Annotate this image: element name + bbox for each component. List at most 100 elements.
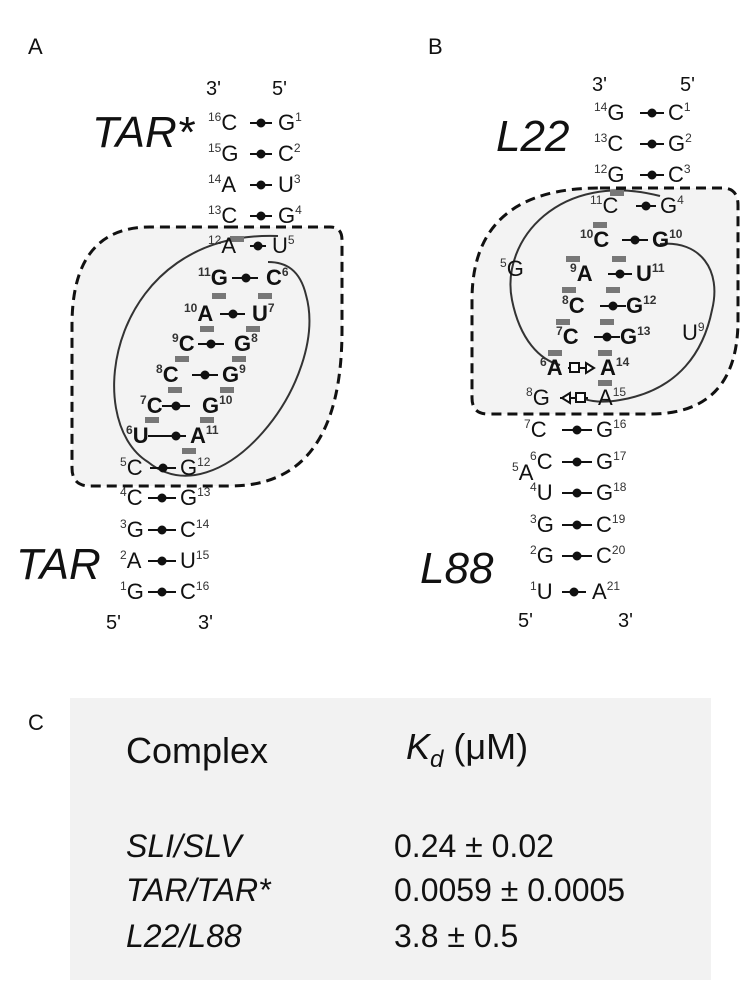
kd-unit: (μM): [443, 726, 529, 767]
l22-inter-6-left: 8G: [526, 385, 550, 410]
tar-star-pair-2-left: 15G: [208, 141, 239, 166]
l22-inter-3-right: G12: [626, 293, 657, 318]
kd-table: Complex Kd (μM) SLI/SLV 0.24 ± 0.02 TAR/…: [70, 698, 711, 980]
table-header-kd: Kd (μM): [406, 726, 528, 774]
l88-pair-3-left: 3G: [530, 512, 554, 537]
structure-graphics: [70, 108, 740, 597]
l22-inter-1-right: G10: [652, 227, 683, 252]
tar-star-pair-5-right: U5: [272, 233, 295, 258]
tar-pair-2-right: U15: [180, 548, 210, 573]
table-row-2-kd: 0.0059 ± 0.0005: [394, 872, 626, 908]
tar-star-5prime: 5': [272, 78, 287, 100]
l22-inter-3-left: 8C: [562, 293, 585, 318]
tar-pair-4-left: 4C: [120, 485, 143, 510]
l22-inter-2-left: 9A: [570, 261, 593, 286]
l22-pair-1-left: 14G: [594, 100, 625, 125]
l88-pair-7-right: G16: [596, 417, 627, 442]
l88-pair-2-right: C20: [596, 543, 626, 568]
l22-3prime: 3': [592, 74, 607, 96]
l22-pair-4-right: G4: [660, 193, 684, 218]
l88-bulge-base: 5A: [512, 460, 534, 485]
tar-inter-5-left: 7C: [140, 393, 163, 418]
tar-pair-3-left: 3G: [120, 517, 144, 542]
tar-pair-1-left: 1G: [120, 579, 144, 604]
l22-pair-3-right: C3: [668, 162, 691, 187]
tar-star-label: TAR*: [92, 108, 194, 157]
l88-loop-right-base: U9: [682, 320, 705, 345]
l88-pair-1-left: 1U: [530, 579, 553, 604]
kd-subscript: d: [430, 746, 444, 774]
l22-bars: [548, 190, 626, 386]
l88-pair-7-left: 7C: [524, 417, 547, 442]
table-row-1-complex: SLI/SLV: [126, 828, 242, 864]
l22-left-curve: [509, 189, 661, 366]
tar-star-pair-4-left: 13C: [208, 203, 238, 228]
l22-5prime: 5': [680, 74, 695, 96]
l88-pair-6-left: 6C: [530, 449, 553, 474]
tar-pair-2-left: 2A: [120, 548, 142, 573]
table-row-2-complex: TAR/TAR*: [126, 872, 271, 908]
panel-b-letter: B: [428, 34, 443, 59]
tar-inter-5-right: G10: [202, 393, 233, 418]
tar-inter-1-left: 11G: [198, 265, 228, 290]
tar-inter-2-right: U7: [252, 301, 275, 326]
l22-pair-2-right: G2: [668, 131, 692, 156]
table-row-3-kd: 3.8 ± 0.5: [394, 918, 519, 954]
l22-inter-5-left: 6A: [540, 355, 563, 380]
table-row-3-complex: L22/L88: [126, 918, 242, 954]
tar-3prime: 3': [198, 612, 213, 634]
tar-star-pair-2-right: C2: [278, 141, 301, 166]
l22-connectors: [562, 108, 664, 597]
panel-a-letter: A: [28, 34, 43, 59]
tar-inter-6-right: A11: [190, 423, 219, 448]
l22-loop-left-base: 5G: [500, 256, 524, 281]
l22-inter-6-right: A15: [598, 385, 627, 410]
tar-inter-3-right: G8: [234, 331, 258, 356]
tar-star-pair-3-left: 14A: [208, 172, 237, 197]
tar-loop-curve: [113, 234, 311, 477]
tar-inter-2-left: 10A: [184, 301, 214, 326]
tar-star-pair-3-right: U3: [278, 172, 301, 197]
l22-inter-4-left: 7C: [556, 324, 579, 349]
panel-c-letter: C: [28, 710, 44, 735]
l22-pair-2-left: 13C: [594, 131, 624, 156]
l22-inter-4-right: G13: [620, 324, 651, 349]
l22-pair-4-left: 11C: [590, 193, 619, 218]
tar-inter-1-right: C6: [266, 265, 289, 290]
l22-pair-3-left: 12G: [594, 162, 625, 187]
tar-inter-6-left: 6U: [126, 423, 149, 448]
l88-label: L88: [420, 544, 494, 593]
l22-inter-1-left: 10C: [580, 227, 610, 252]
l88-pair-6-right: G17: [596, 449, 627, 474]
tar-inter-7-right: G12: [180, 455, 211, 480]
table-row-1-kd: 0.24 ± 0.02: [394, 828, 554, 864]
l88-pair-2-left: 2G: [530, 543, 554, 568]
tar-inter-3-left: 9C: [172, 331, 195, 356]
table-header-complex: Complex: [126, 730, 269, 771]
tar-inter-7-left: 5C: [120, 455, 143, 480]
l88-pair-1-right: A21: [592, 579, 621, 604]
tar-5prime: 5': [106, 612, 121, 634]
l88-pair-4-left: 4U: [530, 480, 553, 505]
tar-inter-4-left: 8C: [156, 362, 179, 387]
l88-pair-4-right: G18: [596, 480, 627, 505]
tar-bars: [145, 236, 272, 454]
tar-connectors: [148, 118, 272, 597]
tar-star-pair-4-right: G4: [278, 203, 302, 228]
tar-interaction-box: [70, 225, 344, 488]
l88-5prime: 5': [518, 610, 533, 632]
l22-right-curve: [575, 242, 716, 403]
kd-symbol: K: [406, 726, 431, 767]
tar-star-pair-5-left: 12A: [208, 233, 237, 258]
l22-inter-5-right: A14: [600, 355, 630, 380]
l22-inter-2-right: U11: [636, 261, 665, 286]
tar-star-pair-1-left: 16C: [208, 110, 238, 135]
l22-label: L22: [496, 112, 570, 161]
tar-label: TAR: [16, 540, 101, 589]
tar-pair-3-right: C14: [180, 517, 210, 542]
tar-pair-4-right: G13: [180, 485, 211, 510]
l88-3prime: 3': [618, 610, 633, 632]
tar-pair-1-right: C16: [180, 579, 210, 604]
tar-star-pair-1-right: G1: [278, 110, 302, 135]
l22-noncanonical-symbols: [560, 361, 596, 405]
